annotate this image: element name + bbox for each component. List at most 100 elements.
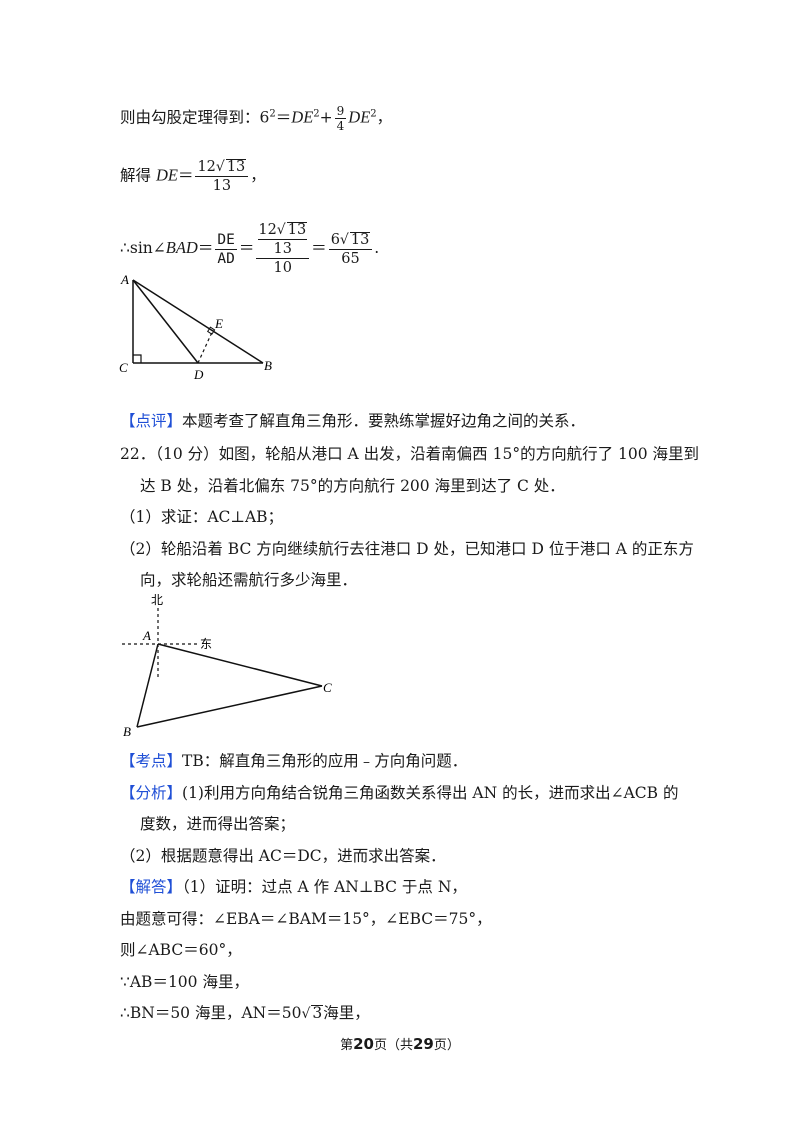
var-de: DE bbox=[348, 107, 371, 127]
text: 则由勾股定理得到： bbox=[120, 108, 260, 127]
jieda-line-5: ∴BN＝50 海里，AN＝50√3海里， bbox=[120, 1002, 370, 1025]
q22-part-2-cont: 向，求轮船还需航行多少海里． bbox=[140, 571, 358, 589]
review-text: 本题考查了解直角三角形．要熟练掌握好边角之间的关系． bbox=[182, 412, 586, 430]
radicand: 13 bbox=[349, 231, 371, 248]
label-b: B bbox=[264, 358, 272, 373]
q22-part-2: （2）轮船沿着 BC 方向继续航行去往港口 D 处，已知港口 D 位于港口 A … bbox=[120, 540, 694, 558]
radicand: 13 bbox=[225, 159, 247, 175]
jieda-text: （1）证明：过点 A 作 AN⊥BC 于点 N， bbox=[182, 878, 467, 896]
q22-line-1: 22．（10 分）如图，轮船从港口 A 出发，沿着南偏西 15°的方向航行了 1… bbox=[120, 445, 700, 463]
sqrt-sign: √ bbox=[339, 231, 349, 248]
navigation-figure: 北 东 A B C bbox=[122, 593, 332, 739]
radicand: 13 bbox=[286, 222, 308, 238]
path-ab bbox=[136, 643, 159, 728]
period: . bbox=[374, 239, 380, 257]
text: 解得 bbox=[120, 166, 156, 185]
segment-ad bbox=[132, 279, 199, 364]
segment-de bbox=[197, 329, 214, 364]
review-tag: 【点评】 bbox=[120, 412, 183, 430]
eq: ＝ bbox=[197, 239, 214, 257]
numerator: DE bbox=[215, 231, 237, 250]
denominator: 13 bbox=[212, 178, 232, 194]
text: ∴BN＝50 海里，AN＝50 bbox=[120, 1004, 302, 1022]
denominator: 4 bbox=[336, 119, 345, 133]
side-ab bbox=[132, 279, 264, 364]
sin: sin∠ bbox=[129, 239, 166, 257]
exp: 2 bbox=[313, 108, 320, 120]
outer-denominator: 10 bbox=[273, 260, 292, 276]
q22-line-2: 达 B 处，沿着北偏东 75°的方向航行 200 海里到达了 C 处． bbox=[140, 477, 565, 495]
label-b: B bbox=[123, 724, 131, 739]
sqrt-sign: √ bbox=[276, 222, 286, 238]
comma: ， bbox=[376, 108, 393, 127]
jieda-line-4: ∵AB＝100 海里， bbox=[120, 973, 249, 991]
denominator: AD bbox=[217, 250, 235, 267]
kaodian-line: 【考点】TB：解直角三角形的应用﹣方向角问题． bbox=[120, 750, 467, 772]
var-de: DE bbox=[155, 165, 178, 185]
denominator: 65 bbox=[341, 250, 360, 267]
numerator: 12√13 bbox=[195, 158, 249, 177]
sqrt-sign: √ bbox=[301, 1006, 311, 1022]
path-bc bbox=[136, 685, 323, 728]
exp: 2 bbox=[269, 108, 276, 120]
label-c: C bbox=[119, 360, 128, 375]
numerator: 6√13 bbox=[328, 231, 373, 250]
page-number: 20 bbox=[353, 1035, 374, 1053]
fenxi-text: (1)利用方向角结合锐角三角函数关系得出 AN 的长，进而求出∠ACB 的 bbox=[182, 784, 679, 802]
inner-denominator: 13 bbox=[273, 241, 292, 257]
path-ac bbox=[157, 643, 323, 687]
label-d: D bbox=[193, 367, 204, 382]
eq: ＝ bbox=[275, 108, 292, 127]
triangle-figure-1: A C D B E bbox=[119, 272, 272, 382]
exp: 2 bbox=[370, 108, 377, 120]
label-north: 北 bbox=[151, 593, 163, 607]
inner-numerator: 12√13 bbox=[258, 221, 308, 240]
jieda-tag: 【解答】 bbox=[120, 878, 183, 896]
kaodian-tag: 【考点】 bbox=[120, 752, 183, 770]
eq: ＝ bbox=[177, 166, 194, 185]
page-footer: 第20页（共29页） bbox=[0, 1034, 800, 1053]
right-angle-c bbox=[133, 354, 142, 363]
jieda-line-3: 则∠ABC＝60°， bbox=[120, 941, 242, 959]
text: 海里， bbox=[323, 1004, 370, 1022]
eq: ＝ bbox=[238, 239, 255, 257]
kaodian-text: TB：解直角三角形的应用﹣方向角问题． bbox=[182, 752, 468, 770]
num: 6 bbox=[259, 108, 270, 127]
total-pages: 29 bbox=[413, 1035, 434, 1053]
sqrt-sign: √ bbox=[215, 159, 225, 175]
plus: + bbox=[319, 108, 333, 127]
fenxi-line-1: 【分析】(1)利用方向角结合锐角三角函数关系得出 AN 的长，进而求出∠ACB … bbox=[120, 782, 678, 804]
coef: 12 bbox=[197, 159, 216, 175]
radicand: 3 bbox=[311, 1004, 324, 1022]
eq: ＝ bbox=[311, 239, 327, 257]
comma: ， bbox=[250, 166, 266, 185]
right-angle-e bbox=[206, 326, 216, 335]
coef: 12 bbox=[258, 222, 277, 238]
label-a: A bbox=[120, 272, 129, 287]
coef: 6 bbox=[330, 231, 340, 248]
angle-bad: BAD bbox=[165, 238, 198, 257]
jieda-line-1: 【解答】（1）证明：过点 A 作 AN⊥BC 于点 N， bbox=[120, 876, 467, 898]
label-e: E bbox=[214, 316, 223, 331]
label-c: C bbox=[323, 680, 332, 695]
therefore: ∴ bbox=[120, 239, 130, 257]
label-a: A bbox=[142, 628, 151, 643]
footer-post: 页） bbox=[433, 1038, 460, 1053]
q22-part-1: （1）求证：AC⊥AB； bbox=[120, 508, 284, 526]
jieda-line-2: 由题意可得：∠EBA＝∠BAM＝15°，∠EBC＝75°， bbox=[120, 910, 492, 928]
fenxi-line-3: （2）根据题意得出 AC＝DC，进而求出答案． bbox=[120, 847, 446, 865]
footer-pre: 第 bbox=[340, 1038, 354, 1053]
footer-mid: 页（共 bbox=[373, 1038, 413, 1053]
numerator: 9 bbox=[334, 104, 347, 119]
fenxi-line-2: 度数，进而得出答案； bbox=[140, 815, 296, 833]
review-line: 【点评】本题考查了解直角三角形．要熟练掌握好边角之间的关系． bbox=[120, 410, 585, 432]
